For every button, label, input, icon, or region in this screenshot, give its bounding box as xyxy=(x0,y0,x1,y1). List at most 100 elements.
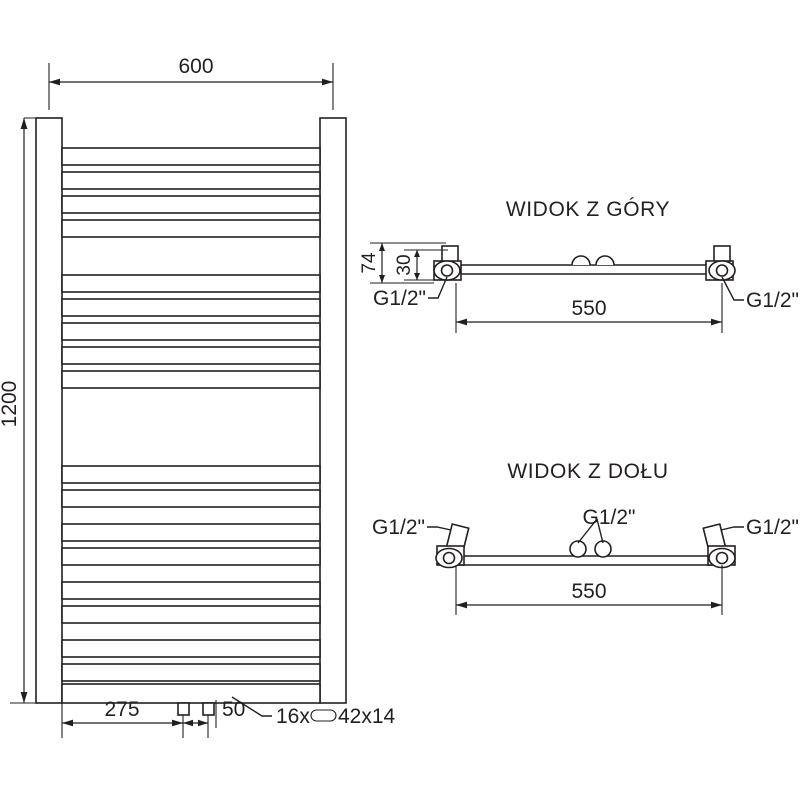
top-view-tube xyxy=(448,264,725,275)
valve-port-left-icon xyxy=(442,551,456,565)
dimension-30: 30 xyxy=(394,249,448,281)
center-port-right-icon xyxy=(594,540,612,558)
dimension-275: 275 xyxy=(61,698,184,738)
rung-bar xyxy=(61,605,321,624)
rung-bar xyxy=(61,195,321,214)
rung-bar xyxy=(61,465,321,484)
leader-line-right xyxy=(596,518,604,544)
arrow-up-icon xyxy=(20,118,28,129)
bottom-view-right-valve xyxy=(702,523,736,569)
dimension-height-label: 1200 xyxy=(0,381,21,428)
rung-bar xyxy=(61,489,321,508)
rung-bar xyxy=(61,322,321,341)
rung-bar xyxy=(61,171,321,190)
arrow-right-icon xyxy=(711,318,722,326)
bottom-view-group: WIDOK Z DOŁU G1/2" xyxy=(372,460,799,615)
rung-bar xyxy=(61,523,321,542)
dimension-bottom-550-label: 550 xyxy=(571,580,606,603)
arrow-right-icon xyxy=(322,78,333,86)
rung-bar xyxy=(61,581,321,600)
leader-line-left xyxy=(577,518,598,544)
arrow-left-icon xyxy=(49,78,60,86)
rung-bar xyxy=(61,298,321,317)
bottom-view-left-connection-callout: G1/2" xyxy=(372,516,452,539)
rounded-rectangle-profile-icon xyxy=(310,709,337,722)
dimension-275-label: 275 xyxy=(104,698,139,721)
rung-bar xyxy=(61,370,321,389)
front-view-dimensions: 600 1200 275 50 xyxy=(0,55,396,738)
rung-bar xyxy=(61,147,321,166)
connection-right-label: G1/2" xyxy=(746,516,799,539)
right-manifold-tube xyxy=(319,117,347,704)
rung-bar xyxy=(61,639,321,658)
top-view-left-valve xyxy=(433,245,462,281)
arrow-right-icon xyxy=(172,719,183,727)
dimension-30-label: 30 xyxy=(394,254,415,275)
bottom-view-title: WIDOK Z DOŁU xyxy=(507,460,668,483)
top-view-title: WIDOK Z GÓRY xyxy=(506,198,670,221)
valve-port-right-icon xyxy=(715,264,729,277)
connection-stub-right xyxy=(202,702,215,716)
bottom-view-left-valve xyxy=(435,523,470,569)
leader-line xyxy=(720,526,744,531)
connection-left-label: G1/2" xyxy=(372,516,425,539)
dimension-top-550: 550 xyxy=(455,283,723,333)
leader-line xyxy=(427,526,452,531)
leader-line xyxy=(721,276,744,301)
bottom-view-center-connection-callout: G1/2" xyxy=(577,506,636,544)
top-view-center-ports xyxy=(571,255,615,266)
center-port-left-icon xyxy=(571,255,591,266)
dimension-74: 74 xyxy=(359,242,446,284)
left-manifold xyxy=(35,117,63,704)
valve-port-left-icon xyxy=(440,264,454,277)
bottom-view-tube xyxy=(448,555,725,566)
profile-note: 16x 42x14 xyxy=(231,696,396,728)
front-view-group xyxy=(35,117,347,716)
dimension-74-label: 74 xyxy=(359,252,380,274)
arrow-left-icon xyxy=(456,318,467,326)
rung-stack xyxy=(61,147,321,704)
top-view-left-connection-callout: G1/2" xyxy=(373,276,448,310)
connection-left-label: G1/2" xyxy=(373,287,426,310)
leader-line xyxy=(231,696,272,717)
arrow-down-icon xyxy=(379,275,385,283)
profile-count-label: 16x xyxy=(276,705,310,728)
rung-bar-bottom xyxy=(61,683,321,704)
dimension-bottom-550: 550 xyxy=(455,565,723,615)
dimension-width-600: 600 xyxy=(48,55,334,110)
center-port-right-icon xyxy=(595,255,615,266)
bottom-connection-stubs xyxy=(177,702,215,716)
connection-stub-left xyxy=(177,702,190,716)
rung-bar xyxy=(61,547,321,566)
rung-bar xyxy=(61,663,321,682)
bottom-view-right-connection-callout: G1/2" xyxy=(720,516,799,539)
center-port-left-icon xyxy=(569,540,587,558)
right-manifold xyxy=(319,117,347,704)
dimension-50-label: 50 xyxy=(222,698,245,721)
top-view-right-connection-callout: G1/2" xyxy=(721,276,799,312)
left-manifold-tube xyxy=(35,117,63,704)
dimension-height-1200: 1200 xyxy=(0,117,49,704)
top-view-right-valve xyxy=(705,245,736,281)
dimension-50: 50 xyxy=(183,698,245,738)
valve-port-right-icon xyxy=(715,551,729,565)
rung-bar xyxy=(61,346,321,365)
dimension-top-550-label: 550 xyxy=(571,297,606,320)
connection-center-label: G1/2" xyxy=(583,506,636,529)
top-view-group: WIDOK Z GÓRY xyxy=(359,198,799,333)
dimension-width-label: 600 xyxy=(178,55,213,78)
rung-bar xyxy=(61,219,321,238)
profile-size-label: 42x14 xyxy=(338,705,396,728)
arrow-left-icon xyxy=(183,719,193,727)
arrow-up-icon xyxy=(379,243,385,251)
arrow-down-icon xyxy=(414,273,420,280)
bottom-view-center-ports xyxy=(569,540,612,558)
connection-right-label: G1/2" xyxy=(746,289,799,312)
rung-bar xyxy=(61,274,321,293)
arrow-right-icon xyxy=(198,719,208,727)
arrow-left-icon xyxy=(62,719,73,727)
arrow-down-icon xyxy=(20,692,28,703)
arrow-left-icon xyxy=(456,601,467,609)
arrow-up-icon xyxy=(414,250,420,257)
